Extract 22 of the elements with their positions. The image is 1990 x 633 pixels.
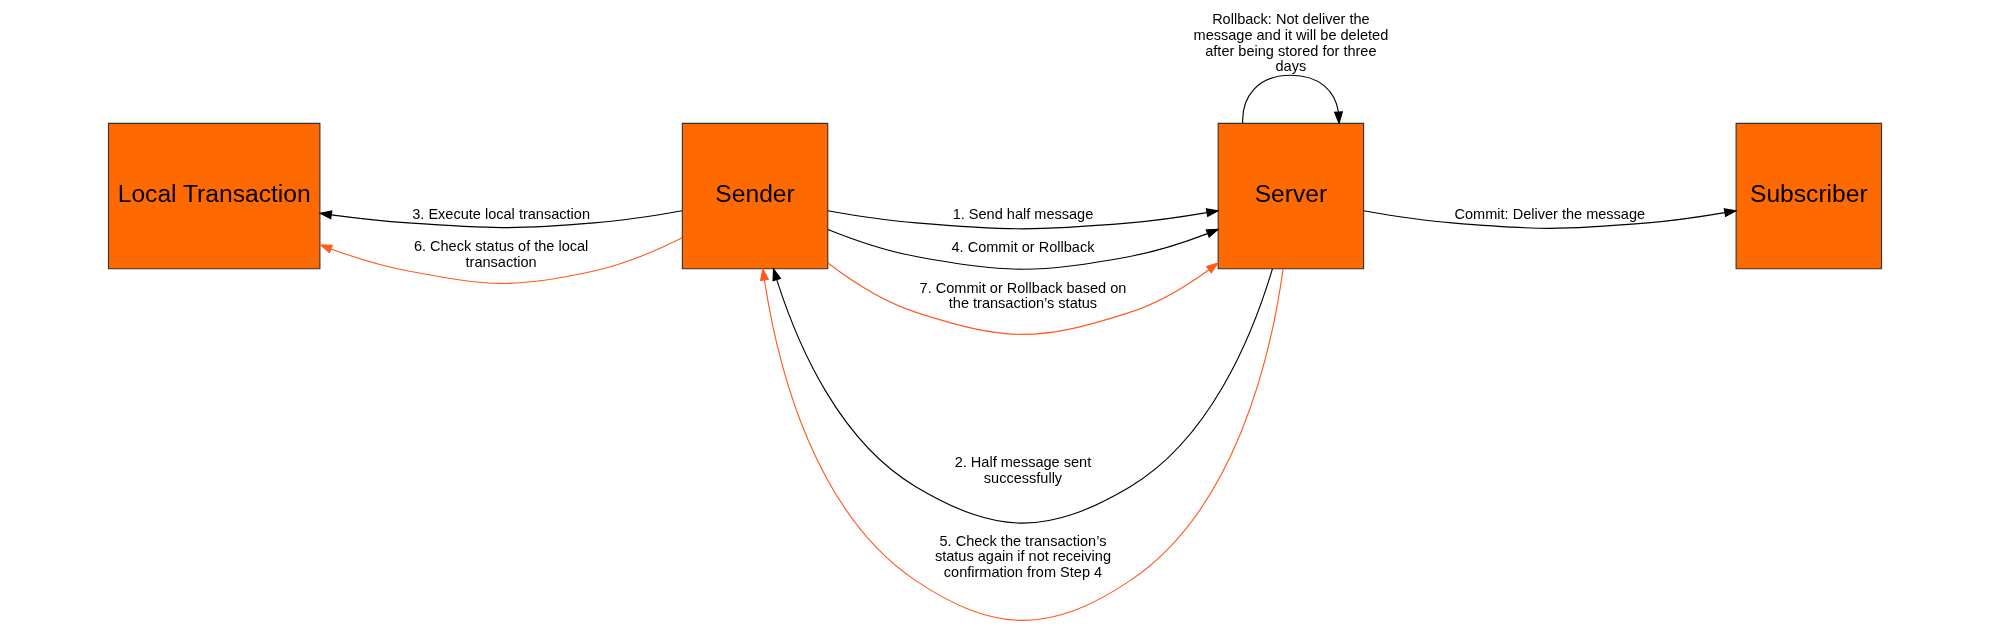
- node-box: Server: [1217, 122, 1365, 270]
- edge-label: Rollback: Not deliver the message and it will be deleted after being stored for three days: [1193, 11, 1389, 75]
- edge-label: 2. Half message sent successfully: [954, 454, 1092, 486]
- arrow: [827, 262, 1220, 335]
- arrow: [1363, 208, 1738, 229]
- node-box: Subscriber: [1735, 122, 1883, 270]
- arrow: [1242, 74, 1344, 125]
- arrow: [827, 208, 1220, 230]
- arrow: [772, 267, 1273, 524]
- arrow: [759, 267, 1284, 621]
- edge-label: 4. Commit or Rollback: [951, 239, 1095, 256]
- arrow: [318, 210, 683, 229]
- edge-label: Commit: Deliver the message: [1454, 205, 1646, 222]
- edge-label: 1. Send half message: [952, 205, 1094, 222]
- arrow: [318, 237, 683, 284]
- arrow: [827, 228, 1220, 270]
- edge-label: 7. Commit or Rollback based on the transaction’s status: [919, 279, 1127, 312]
- edge-label: 5. Check the transaction’s status again if not receiving confirmation from Step 4: [934, 532, 1112, 580]
- node-box: Sender: [681, 122, 829, 270]
- edge-label: 3. Execute local transaction: [412, 205, 590, 222]
- edge-label: 6. Check status of the local transaction: [413, 238, 589, 270]
- node-box: Local Transaction: [107, 122, 321, 270]
